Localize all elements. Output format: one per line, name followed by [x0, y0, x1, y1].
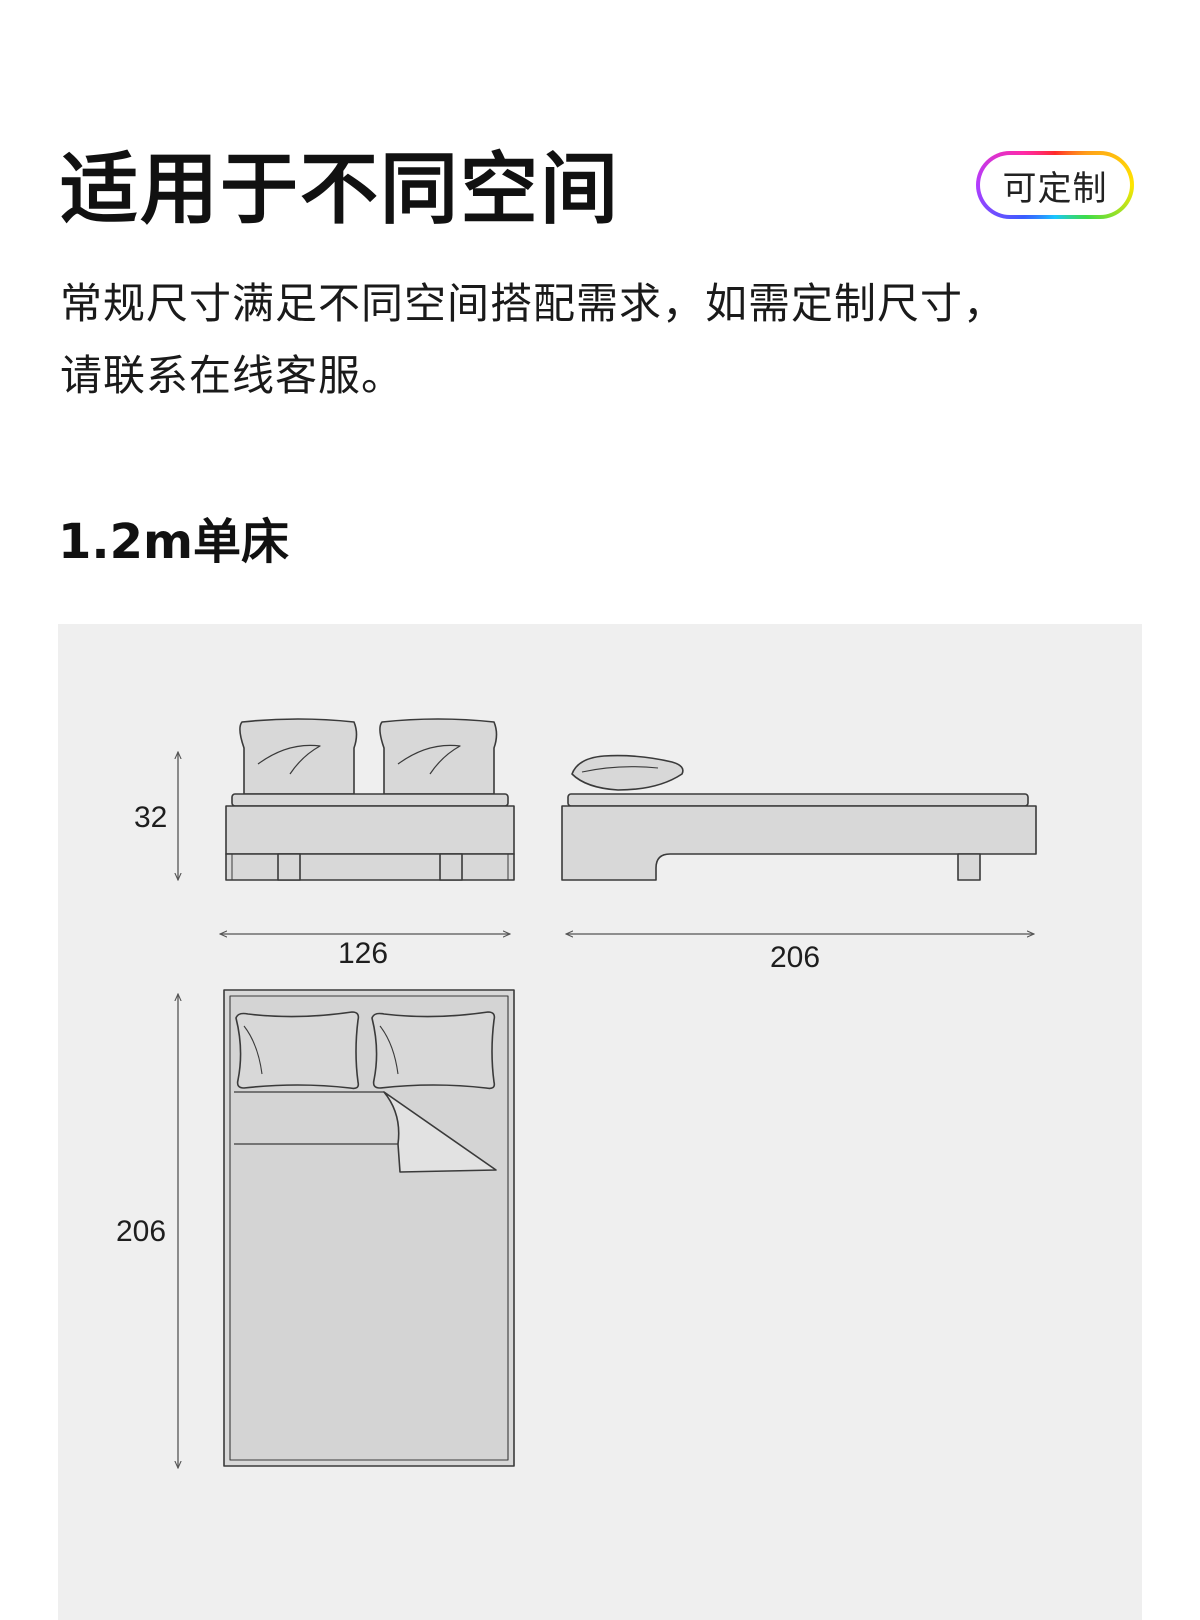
width-dimension-label: 126	[338, 937, 389, 970]
side-mattress	[567, 793, 1029, 807]
top-length-dimension-label: 206	[116, 1215, 167, 1248]
dimension-lines	[178, 752, 1034, 1468]
customizable-badge[interactable]: 可定制	[976, 151, 1134, 219]
bed-dimension-drawing	[58, 718, 1037, 1620]
front-frame	[225, 805, 515, 855]
front-view-bed	[225, 718, 515, 881]
front-leg-right	[439, 853, 463, 881]
side-view-bed	[561, 754, 1037, 881]
top-pillow-right	[371, 1011, 496, 1090]
bed-size-title: 1.2m单床	[58, 514, 290, 570]
description-line-1: 常规尺寸满足不同空间搭配需求，如需定制尺寸，	[60, 279, 1007, 328]
side-length-dimension-label: 206	[770, 941, 821, 974]
side-leg	[957, 853, 981, 881]
side-frame	[561, 805, 1037, 881]
top-sheet-fold	[383, 1091, 497, 1173]
description: 常规尺寸满足不同空间搭配需求，如需定制尺寸， 请联系在线客服。	[60, 268, 1140, 412]
side-pillow	[571, 754, 684, 791]
front-mattress	[231, 793, 509, 807]
page-title: 适用于不同空间	[60, 145, 621, 235]
front-leg-left	[277, 853, 301, 881]
dimension-diagram-panel: 32 126 206 206	[58, 624, 1142, 1620]
top-view-bed	[223, 989, 515, 1467]
description-line-2: 请联系在线客服。	[60, 351, 405, 400]
front-pillow-right	[379, 718, 498, 795]
front-pillow-left	[239, 718, 358, 795]
top-pillow-left	[235, 1011, 360, 1090]
height-dimension-label: 32	[134, 801, 168, 834]
